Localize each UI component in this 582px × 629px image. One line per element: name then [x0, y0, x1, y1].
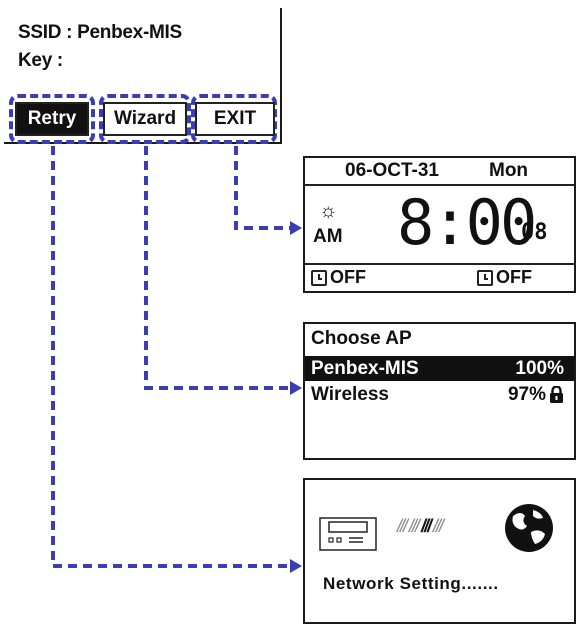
clock-footer: OFF OFF: [305, 263, 574, 291]
ap-list-item[interactable]: Wireless 97%: [305, 382, 574, 407]
wizard-to-ap-connector: [144, 146, 290, 390]
ap-signal: 100%: [515, 357, 564, 379]
ap-name: Penbex-MIS: [311, 357, 419, 379]
retry-button[interactable]: Retry: [15, 102, 89, 136]
wizard-highlight: [99, 94, 191, 144]
clock-screen: 06-OCT-31 Mon ☼ AM 8:00 08 OFF OFF: [303, 156, 576, 293]
clock-seconds: 08: [521, 220, 548, 245]
arrowhead-icon: [290, 381, 302, 395]
network-setting-screen: /// /// /// /// Network Setting.......: [303, 478, 576, 624]
arrowhead-icon: [290, 559, 302, 573]
key-label: Key :: [18, 50, 63, 71]
retry-highlight: [9, 94, 95, 144]
signal-stripes-icon: /// /// /// ///: [397, 516, 444, 536]
ap-name: Wireless: [311, 383, 389, 405]
retry-to-network-connector: [51, 146, 290, 568]
choose-ap-screen: Choose AP Penbex-MIS 100% Wireless 97%: [303, 322, 576, 460]
ap-title: Choose AP: [311, 328, 412, 349]
alarm-1: OFF: [311, 267, 366, 288]
ssid-value: Penbex-MIS: [77, 22, 182, 43]
network-setting-status: Network Setting.......: [323, 574, 499, 593]
clock-header: 06-OCT-31 Mon: [305, 158, 574, 186]
clock-day: Mon: [489, 160, 529, 181]
alarm-2: OFF: [477, 267, 532, 288]
arrowhead-icon: [290, 221, 302, 235]
ap-list-item[interactable]: Penbex-MIS 100%: [305, 356, 574, 381]
alarm-clock-icon: [311, 269, 327, 286]
alarm-clock-icon: [477, 269, 493, 286]
lock-icon: [550, 386, 563, 403]
exit-to-clock-connector: [234, 146, 290, 230]
alarm-1-status: OFF: [330, 267, 366, 287]
clock-time: 8:00: [397, 186, 537, 259]
clock-date: 06-OCT-31: [345, 160, 439, 181]
exit-highlight: [191, 94, 277, 144]
ap-signal: 97%: [507, 383, 546, 405]
router-icon: [319, 517, 377, 551]
ssid-label: SSID: [18, 22, 77, 43]
ssid-line: SSIDPenbex-MIS: [18, 22, 182, 44]
wizard-button[interactable]: Wizard: [103, 102, 187, 136]
alarm-2-status: OFF: [496, 267, 532, 287]
clock-ampm: AM: [313, 226, 343, 247]
sun-icon: ☼: [319, 200, 338, 222]
exit-button[interactable]: EXIT: [195, 102, 275, 136]
globe-icon: [505, 504, 553, 552]
